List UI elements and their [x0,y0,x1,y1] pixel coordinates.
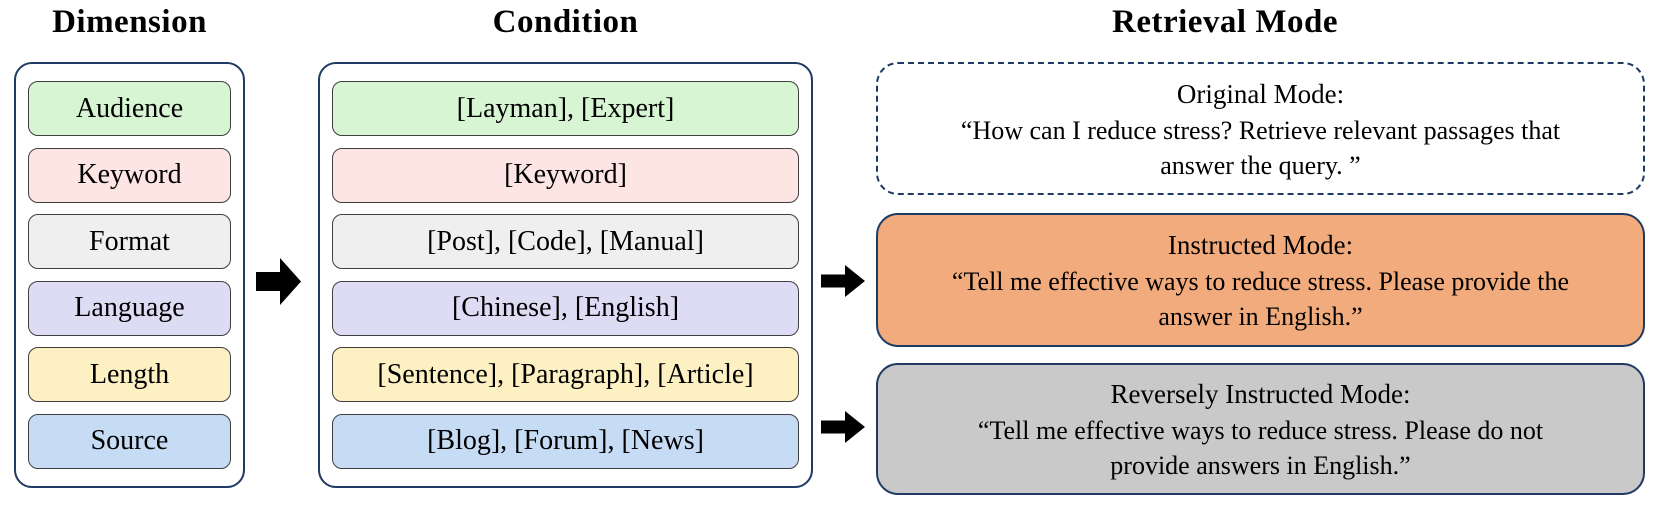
dimension-item-source: Source [28,413,231,469]
instructed-mode-box: Instructed Mode: “Tell me effective ways… [876,213,1645,347]
dimension-item-keyword: Keyword [28,147,231,203]
condition-item-length: [Sentence], [Paragraph], [Article] [332,347,799,403]
right-arrow-icon [256,253,302,310]
condition-item-source: [Blog], [Forum], [News] [332,413,799,469]
condition-item-language: [Chinese], [English] [332,280,799,336]
instructed-mode-quote-line: “Tell me effective ways to reduce stress… [951,267,1570,296]
dimension-item-audience: Audience [28,81,231,137]
original-mode-quote-line: “How can I reduce stress? Retrieve relev… [960,115,1561,145]
original-mode-heading: Original Mode: [1176,78,1345,109]
dimension-column-title: Dimension [52,4,207,40]
reversely-instructed-mode-box: Reversely Instructed Mode: “Tell me effe… [876,363,1645,495]
retrieval-mode-column-title: Retrieval Mode [1112,4,1338,40]
instructed-mode-heading: Instructed Mode: [1167,230,1354,260]
instructed-mode-quote-line: answer in English.” [1158,302,1363,331]
condition-panel: [Layman], [Expert] [Keyword] [Post], [Co… [318,62,813,488]
condition-item-keyword: [Keyword] [332,147,799,203]
condition-column-title: Condition [492,4,639,40]
right-arrow-icon [821,408,866,446]
condition-item-audience: [Layman], [Expert] [332,81,799,137]
dimension-item-language: Language [28,280,231,336]
condition-item-format: [Post], [Code], [Manual] [332,214,799,270]
reversely-instructed-mode-quote-line: “Tell me effective ways to reduce stress… [977,416,1544,445]
dimension-panel: Audience Keyword Format Language Length … [14,62,245,488]
reversely-instructed-mode-quote-line: provide answers in English.” [1110,451,1411,480]
reversely-instructed-mode-heading: Reversely Instructed Mode: [1110,379,1411,409]
dimension-item-length: Length [28,347,231,403]
original-mode-quote-line: answer the query. ” [1160,150,1361,180]
original-mode-box: Original Mode: “How can I reduce stress?… [876,62,1645,195]
right-arrow-icon [821,262,866,300]
dimension-item-format: Format [28,214,231,270]
